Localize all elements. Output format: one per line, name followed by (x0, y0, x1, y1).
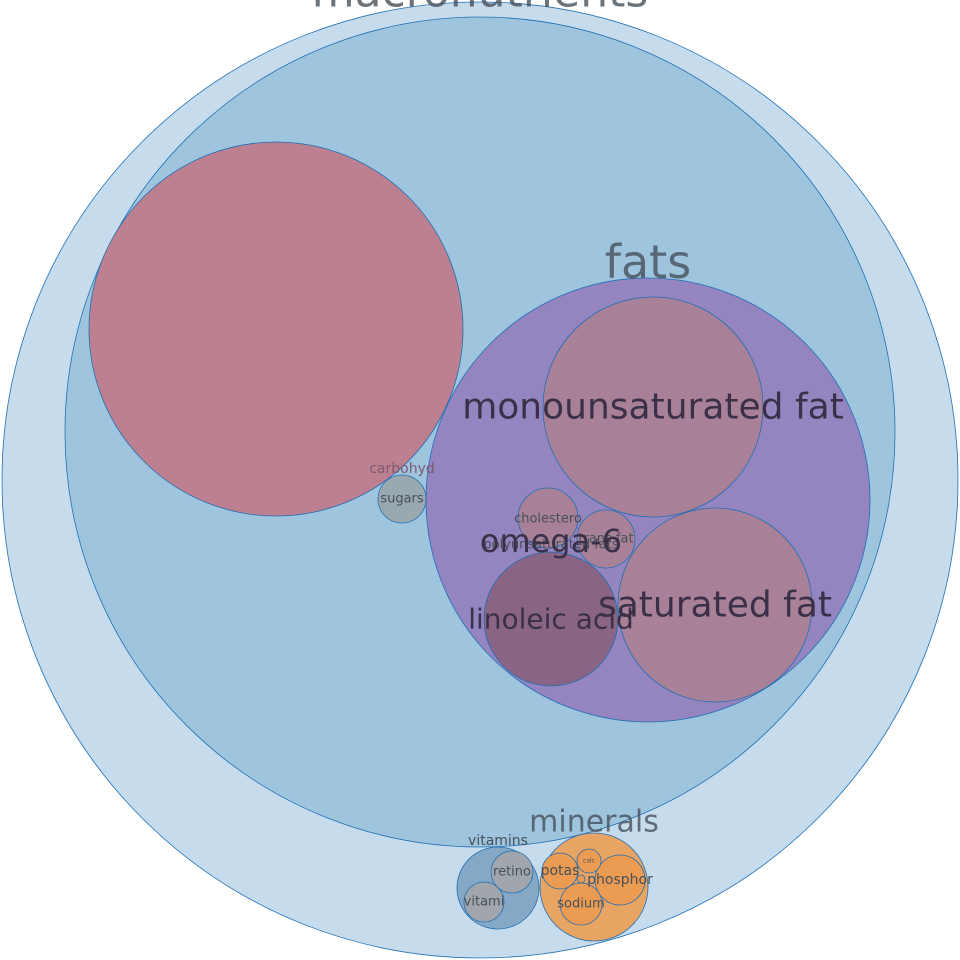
label-fats: fats (605, 235, 691, 289)
label-sugars: sugars (380, 492, 424, 507)
bubble-vitamin-a[interactable] (463, 881, 505, 923)
label-macronutrients: macronutrients (312, 0, 649, 18)
bubble-saturated[interactable] (617, 507, 813, 703)
label-vitamins: vitamins (468, 833, 528, 849)
bubble-water[interactable] (88, 141, 464, 517)
label-retinol: retino (493, 865, 531, 880)
bubble-phosphorus[interactable] (594, 854, 646, 906)
bubble-sugars[interactable] (377, 474, 427, 524)
label-vitamin-a: vitami (464, 895, 505, 910)
label-calcium: calc (583, 858, 595, 865)
label-polyunsaturated: polyunsaturated fats (483, 538, 618, 553)
bubble-calcium[interactable] (576, 848, 602, 874)
label-potassium: potas (541, 863, 580, 879)
label-omega6: omega-6 (480, 522, 622, 560)
label-linoleic: linoleic acid (468, 603, 634, 636)
label-monounsaturated: monounsaturated fat (462, 387, 844, 428)
bubble-linoleic[interactable] (483, 551, 619, 687)
label-cholesterol: cholestero (514, 512, 582, 527)
bubble-potassium[interactable] (541, 852, 579, 890)
label-sodium: sodium (557, 897, 605, 912)
bubble-trans[interactable] (576, 509, 636, 569)
bubble-cholesterol[interactable] (517, 487, 579, 549)
label-trans: trans fat (578, 532, 633, 547)
label-phosphorus: phosphor (587, 872, 653, 888)
bubble-monounsaturated[interactable] (542, 296, 764, 518)
bubble-retinol[interactable] (490, 850, 534, 894)
label-carbohydrates: carbohyd (369, 461, 435, 477)
bubble-tiny-mineral[interactable] (576, 874, 586, 884)
label-minerals: minerals (529, 805, 659, 840)
label-saturated: saturated fat (598, 585, 832, 626)
